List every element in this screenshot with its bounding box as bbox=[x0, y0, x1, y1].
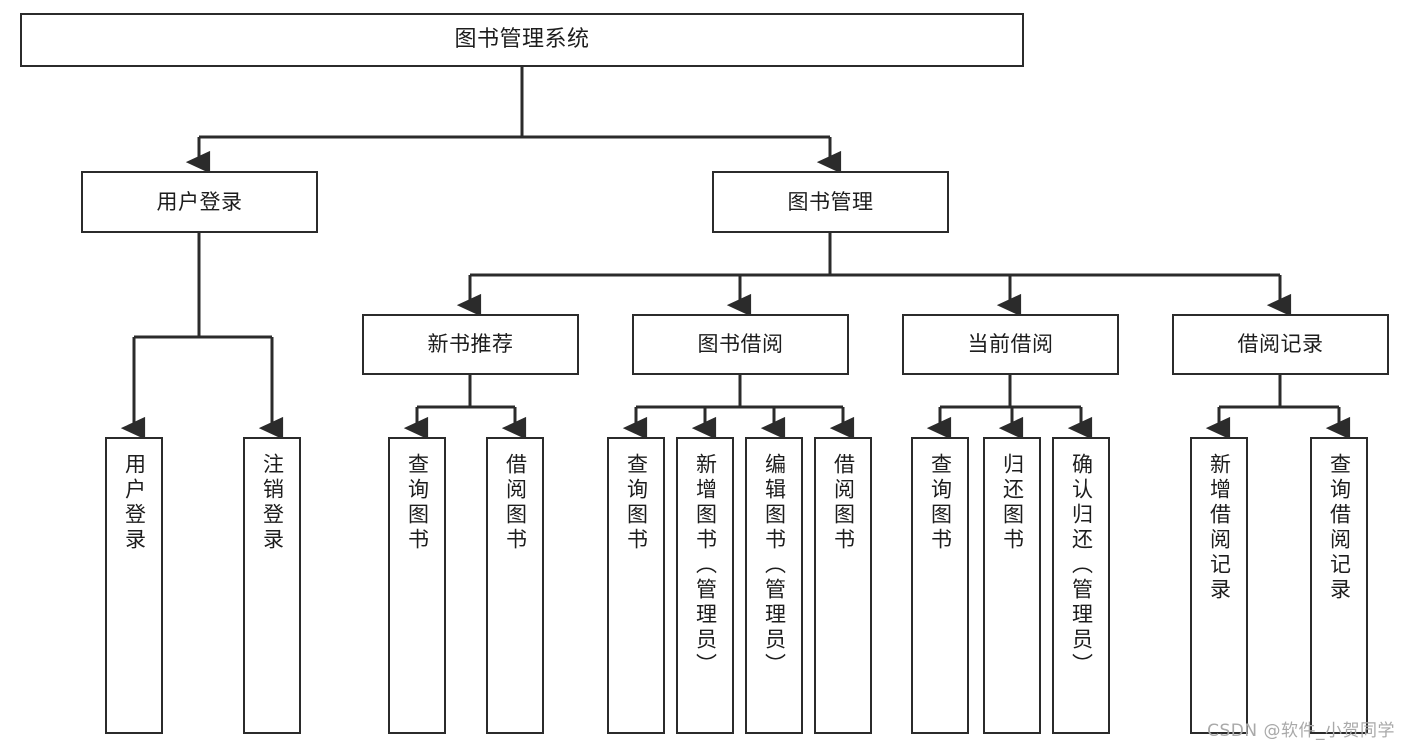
node-leaf-logout-label: 注销登录 bbox=[260, 453, 285, 553]
node-book-borrow[interactable]: 图书借阅 bbox=[632, 314, 849, 375]
node-book-borrow-label: 图书借阅 bbox=[697, 332, 784, 357]
node-book-manage[interactable]: 图书管理 bbox=[712, 171, 949, 233]
node-leaf-borrow-book-1-label: 借阅图书 bbox=[503, 453, 528, 553]
node-leaf-borrow-book-2[interactable]: 借阅图书 bbox=[814, 437, 872, 734]
node-borrow-record[interactable]: 借阅记录 bbox=[1172, 314, 1389, 375]
node-leaf-query-book-3[interactable]: 查询图书 bbox=[911, 437, 969, 734]
node-leaf-return-book-label: 归还图书 bbox=[1000, 453, 1025, 553]
node-leaf-add-book-label: 新增图书（管理员） bbox=[693, 453, 718, 678]
node-leaf-query-book-1[interactable]: 查询图书 bbox=[388, 437, 446, 734]
node-leaf-edit-book[interactable]: 编辑图书（管理员） bbox=[745, 437, 803, 734]
csdn-watermark: CSDN @软件_小贺同学 bbox=[1207, 721, 1395, 741]
node-leaf-confirm-return[interactable]: 确认归还（管理员） bbox=[1052, 437, 1110, 734]
node-leaf-query-book-2-label: 查询图书 bbox=[624, 453, 649, 553]
node-leaf-borrow-book-2-label: 借阅图书 bbox=[831, 453, 856, 553]
node-leaf-query-book-1-label: 查询图书 bbox=[405, 453, 430, 553]
node-user-login-label: 用户登录 bbox=[156, 189, 243, 214]
node-leaf-user-login-label: 用户登录 bbox=[122, 453, 147, 553]
node-current-borrow[interactable]: 当前借阅 bbox=[902, 314, 1119, 375]
node-leaf-return-book[interactable]: 归还图书 bbox=[983, 437, 1041, 734]
node-leaf-borrow-book-1[interactable]: 借阅图书 bbox=[486, 437, 544, 734]
node-user-login[interactable]: 用户登录 bbox=[81, 171, 318, 233]
node-leaf-user-login[interactable]: 用户登录 bbox=[105, 437, 163, 734]
node-leaf-edit-book-label: 编辑图书（管理员） bbox=[762, 453, 787, 678]
node-new-book-rec-label: 新书推荐 bbox=[427, 332, 514, 357]
node-current-borrow-label: 当前借阅 bbox=[967, 332, 1054, 357]
node-new-book-rec[interactable]: 新书推荐 bbox=[362, 314, 579, 375]
node-root-label: 图书管理系统 bbox=[454, 27, 590, 53]
node-leaf-query-record[interactable]: 查询借阅记录 bbox=[1310, 437, 1368, 734]
node-book-manage-label: 图书管理 bbox=[787, 189, 874, 214]
node-leaf-confirm-return-label: 确认归还（管理员） bbox=[1069, 453, 1094, 678]
node-leaf-query-book-3-label: 查询图书 bbox=[928, 453, 953, 553]
node-leaf-add-record[interactable]: 新增借阅记录 bbox=[1190, 437, 1248, 734]
node-leaf-query-record-label: 查询借阅记录 bbox=[1327, 453, 1352, 603]
node-root[interactable]: 图书管理系统 bbox=[20, 13, 1024, 67]
node-borrow-record-label: 借阅记录 bbox=[1237, 332, 1324, 357]
node-leaf-add-book[interactable]: 新增图书（管理员） bbox=[676, 437, 734, 734]
node-leaf-query-book-2[interactable]: 查询图书 bbox=[607, 437, 665, 734]
node-leaf-logout[interactable]: 注销登录 bbox=[243, 437, 301, 734]
node-leaf-add-record-label: 新增借阅记录 bbox=[1207, 453, 1232, 603]
